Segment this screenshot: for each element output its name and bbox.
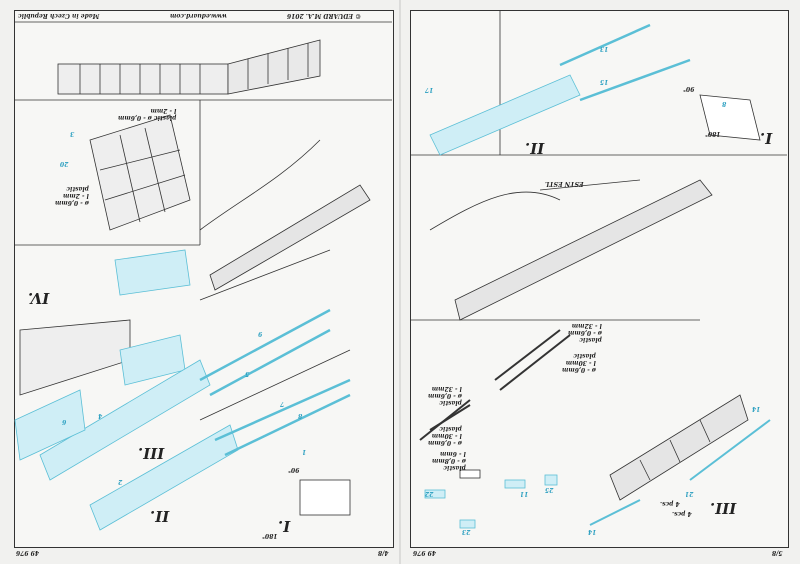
angle-label: 180°: [705, 130, 721, 137]
plastic-note: ø - 0,6mm l - 30mm plastic: [562, 352, 596, 373]
part-number: 8: [722, 100, 727, 107]
plastic-note: ø - 0,6mm l - 2mm plastic: [55, 185, 89, 206]
step-i-detail: [299, 479, 351, 516]
photo-etch-parts-left: [14, 249, 351, 531]
angle-label: 90°: [288, 466, 300, 473]
wing-bay-drawing-top: [57, 39, 321, 95]
wing-root-drawing-right: [429, 179, 713, 321]
right-step-i-detail: [699, 94, 761, 141]
kit-number-right: 49 976: [413, 549, 436, 556]
page-number-right: 5/8: [772, 549, 783, 556]
part-number: 23: [462, 528, 471, 535]
part-number: 11: [520, 490, 529, 497]
step-ii-label: II.: [525, 139, 545, 157]
step-ii-label: II.: [150, 507, 170, 525]
part-number: 3: [70, 130, 75, 137]
step-iv-label: IV.: [28, 289, 50, 307]
part-number: 6: [62, 418, 67, 425]
step-iv-wing: [19, 319, 131, 396]
part-number: 14: [752, 405, 761, 412]
gun-bay-drawing: [419, 329, 749, 501]
photo-etch-parts-right: [429, 23, 771, 526]
wing-root-drawing-left: [199, 139, 371, 291]
step-iii-label: III.: [138, 444, 165, 462]
copyright-text: © EDUARD M.A. 2016: [287, 12, 362, 19]
part-number: 5: [245, 370, 250, 377]
part-number: 8: [298, 412, 303, 419]
page-number-left: 4/8: [378, 549, 389, 556]
stencil-label: ESTN ESTL: [545, 180, 584, 187]
angle-label: 90°: [683, 85, 695, 92]
plastic-note: plastic ø - 0,6mm l - 2mm: [118, 107, 177, 121]
part-number: 14: [588, 528, 597, 535]
website-text: www.eduard.com: [170, 12, 227, 19]
part-number: 20: [60, 160, 69, 167]
part-number: 22: [425, 490, 434, 497]
part-number: 25: [545, 486, 554, 493]
photo-etch-small-parts: [424, 474, 558, 529]
plastic-note: plastic ø - 0,8mm l - 6mm: [432, 450, 466, 471]
part-number: 21: [685, 490, 694, 497]
kit-number-left: 49 976: [16, 549, 39, 556]
plastic-note: plastic ø - 0,6mm l - 32mm: [568, 322, 602, 343]
part-number: 17: [425, 86, 434, 93]
part-number: 13: [600, 45, 609, 52]
step-i-label: I.: [760, 129, 773, 147]
step-i-label: I.: [278, 517, 291, 535]
part-number: 9: [258, 330, 263, 337]
quantity-note: 4 pcs.: [660, 500, 680, 507]
part-number: 7: [280, 400, 285, 407]
part-number: 1: [302, 448, 307, 455]
step-iii-label: III.: [710, 499, 737, 517]
plastic-note: ø - 0,6mm l - 30mm plastic: [428, 425, 462, 446]
angle-label: 180°: [262, 532, 278, 539]
wing-detail-drawing: [89, 114, 191, 231]
made-in-text: Made in Czech Republic: [18, 12, 100, 19]
quantity-note: 4 pcs.: [672, 510, 692, 517]
plastic-note: plastic ø - 0,6mm l - 32mm: [428, 385, 462, 406]
part-number: 2: [118, 478, 123, 485]
part-number: 4: [98, 412, 103, 419]
part-number: 15: [600, 78, 609, 85]
